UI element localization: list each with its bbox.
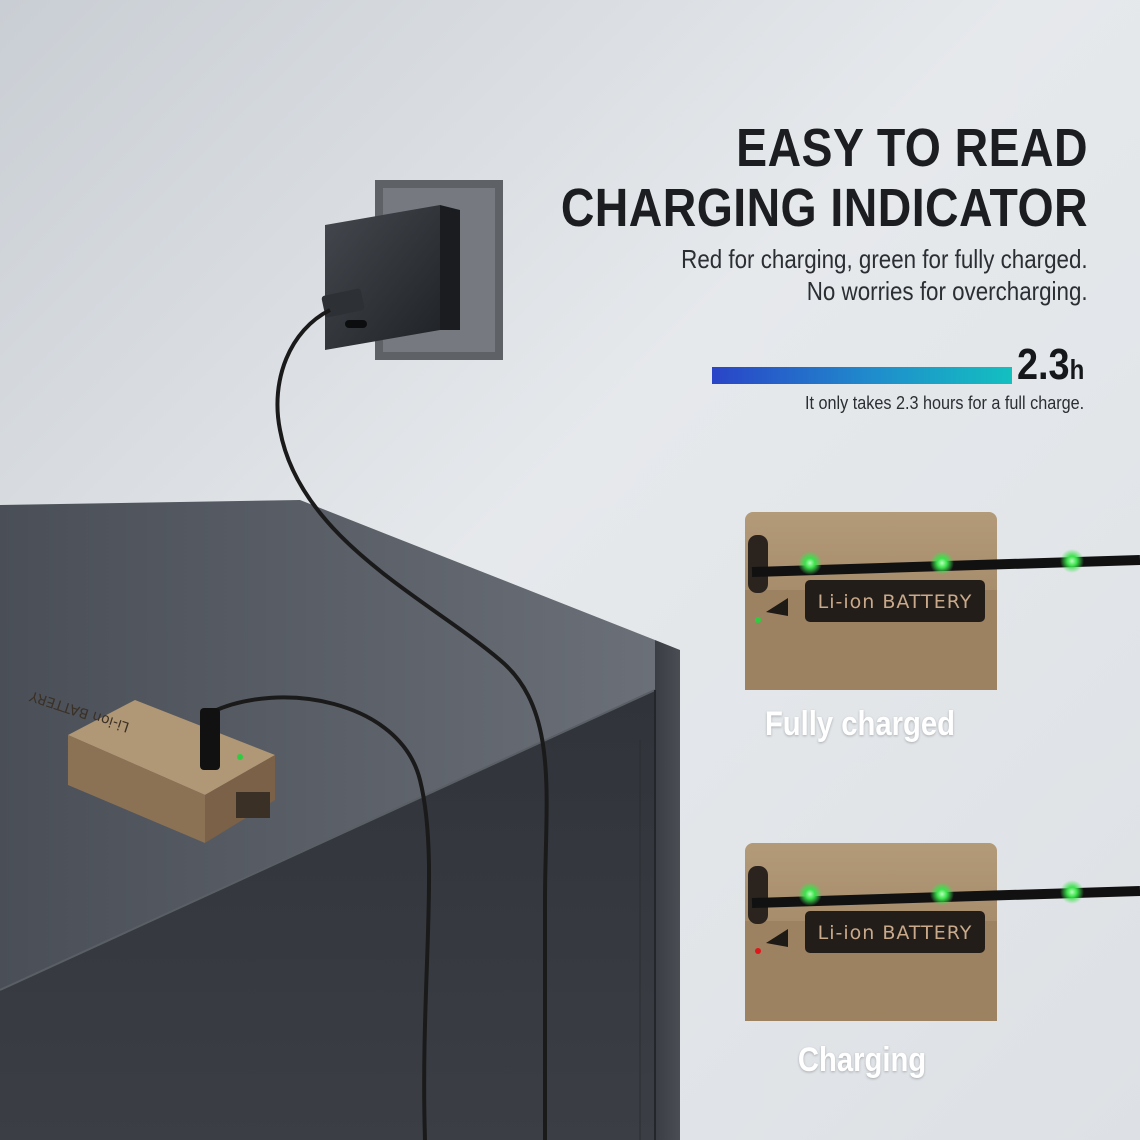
state-label-charging: Charging [797, 1041, 927, 1079]
battery-charging [745, 843, 1140, 1021]
charge-time-number: 2.3 [1016, 340, 1070, 389]
desk [0, 500, 680, 1140]
charge-time-unit: h [1069, 354, 1084, 385]
headline-line-2: CHARGING INDICATOR [560, 178, 1088, 238]
battery-fully-charged [745, 512, 1140, 690]
charge-time-bar [712, 367, 1012, 384]
charging-cable [275, 308, 549, 1140]
state-label-fully-charged: Fully charged [764, 705, 956, 743]
status-led-green [755, 617, 761, 623]
battery-label: Li-ion BATTERY [818, 922, 973, 944]
charge-time-caption: It only takes 2.3 hours for a full charg… [804, 393, 1084, 413]
subheadline: Red for charging, green for fully charge… [682, 243, 1088, 307]
usb-c-charger [321, 205, 460, 350]
status-led-red [755, 948, 761, 954]
headline: EASY TO READ CHARGING INDICATOR [561, 118, 1088, 238]
subhead-line-1: Red for charging, green for fully charge… [681, 244, 1088, 274]
charge-time-value: 2.3h [1017, 341, 1084, 394]
battery-label: Li-ion BATTERY [818, 591, 973, 613]
subhead-line-2: No worries for overcharging. [807, 276, 1088, 306]
desk-battery [68, 700, 275, 843]
headline-line-1: EASY TO READ [736, 118, 1088, 178]
